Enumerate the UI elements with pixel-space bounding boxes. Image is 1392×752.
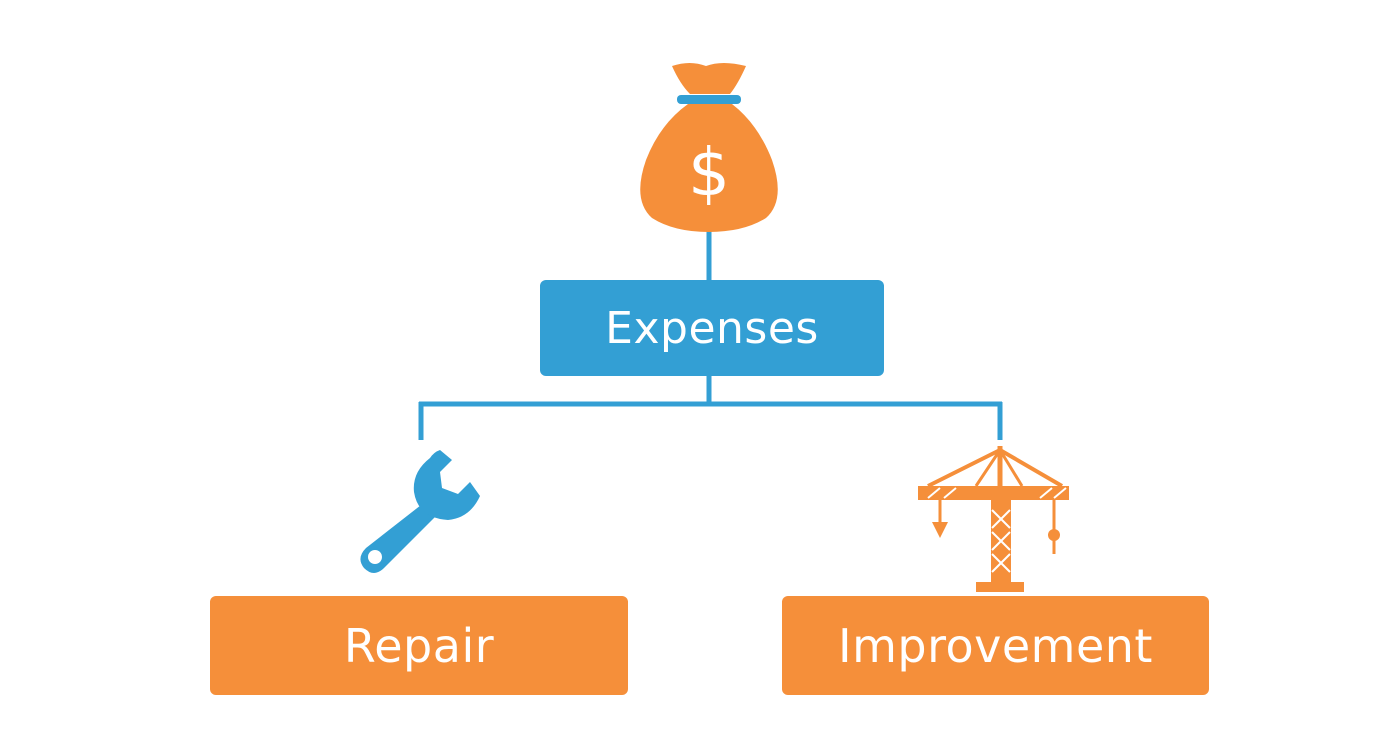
expenses-label: Expenses (605, 302, 819, 354)
money-bag-icon (640, 63, 778, 232)
money-bag-band (677, 95, 741, 104)
repair-node: Repair (210, 596, 628, 695)
crane-icon (918, 446, 1069, 592)
connector-lines (418, 228, 1003, 440)
expenses-node: Expenses (540, 280, 884, 376)
repair-label: Repair (343, 618, 495, 673)
improvement-label: Improvement (838, 618, 1153, 673)
improvement-box-bg (782, 596, 1209, 695)
wrench-icon (360, 450, 480, 573)
money-bag-body (640, 104, 778, 232)
dollar-sign-icon: $ (688, 134, 730, 211)
wrench-head (413, 450, 480, 520)
money-bag-top (672, 63, 746, 94)
crane-base (976, 582, 1024, 592)
improvement-node: Improvement (782, 596, 1209, 695)
expenses-box-bg (540, 280, 884, 376)
repair-box-bg (210, 596, 628, 695)
